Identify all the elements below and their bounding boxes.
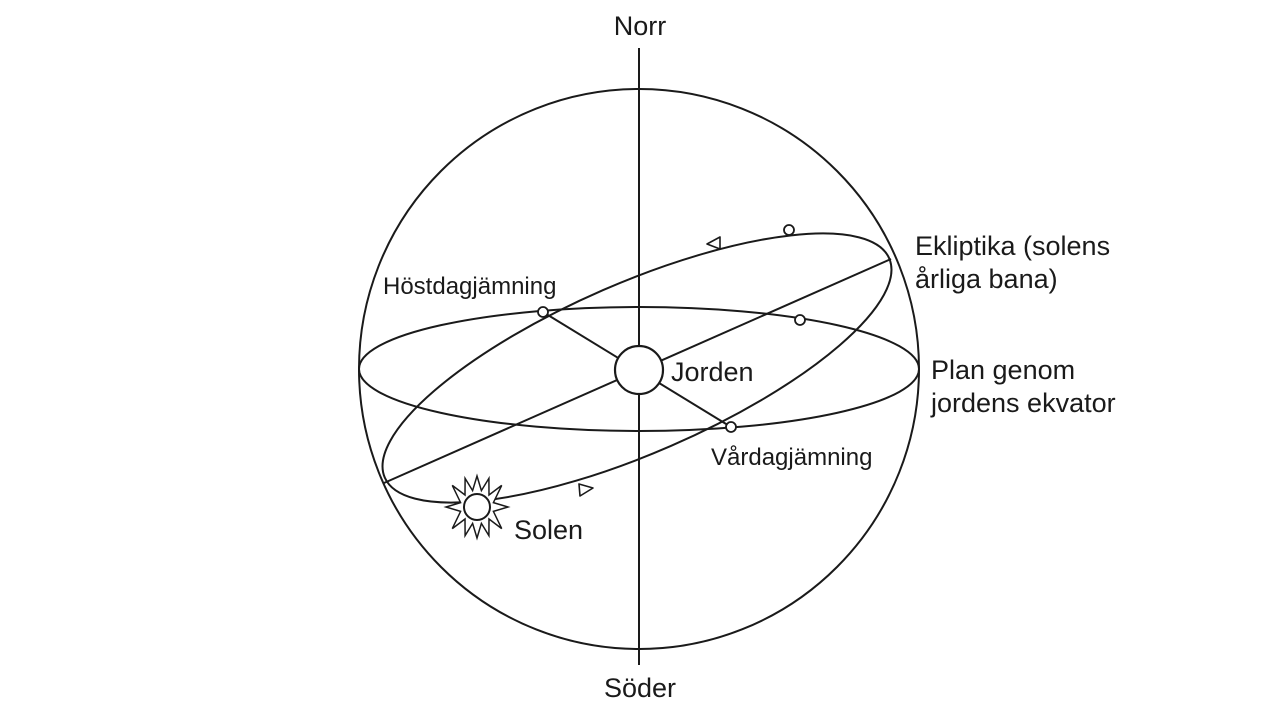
north-label: Norr	[614, 11, 667, 41]
autumn-equinox-point	[537, 306, 549, 318]
vernal-equinox-label: Vårdagjämning	[711, 444, 872, 471]
ecliptic-direction-arrow-lower	[578, 483, 594, 497]
ecliptic-orbit	[381, 232, 893, 504]
ecliptic-label-line2: årliga bana)	[915, 264, 1058, 294]
earth-circle	[613, 344, 665, 396]
sun-icon	[443, 473, 511, 541]
equator-label-line2: jordens ekvator	[930, 388, 1116, 418]
ecliptic-marker-point	[783, 224, 795, 236]
sun-label: Solen	[514, 515, 583, 545]
ecliptic-direction-arrow-upper	[706, 236, 721, 250]
earth-label: Jorden	[671, 357, 754, 387]
equator-marker-point	[794, 314, 806, 326]
equator-label-line1: Plan genom	[931, 355, 1075, 385]
equator-plane	[358, 306, 920, 432]
vernal-equinox-point	[725, 421, 737, 433]
autumn-equinox-label: Höstdagjämning	[383, 273, 556, 300]
south-label: Söder	[604, 673, 676, 703]
ecliptic-label-line1: Ekliptika (solens	[915, 231, 1110, 261]
